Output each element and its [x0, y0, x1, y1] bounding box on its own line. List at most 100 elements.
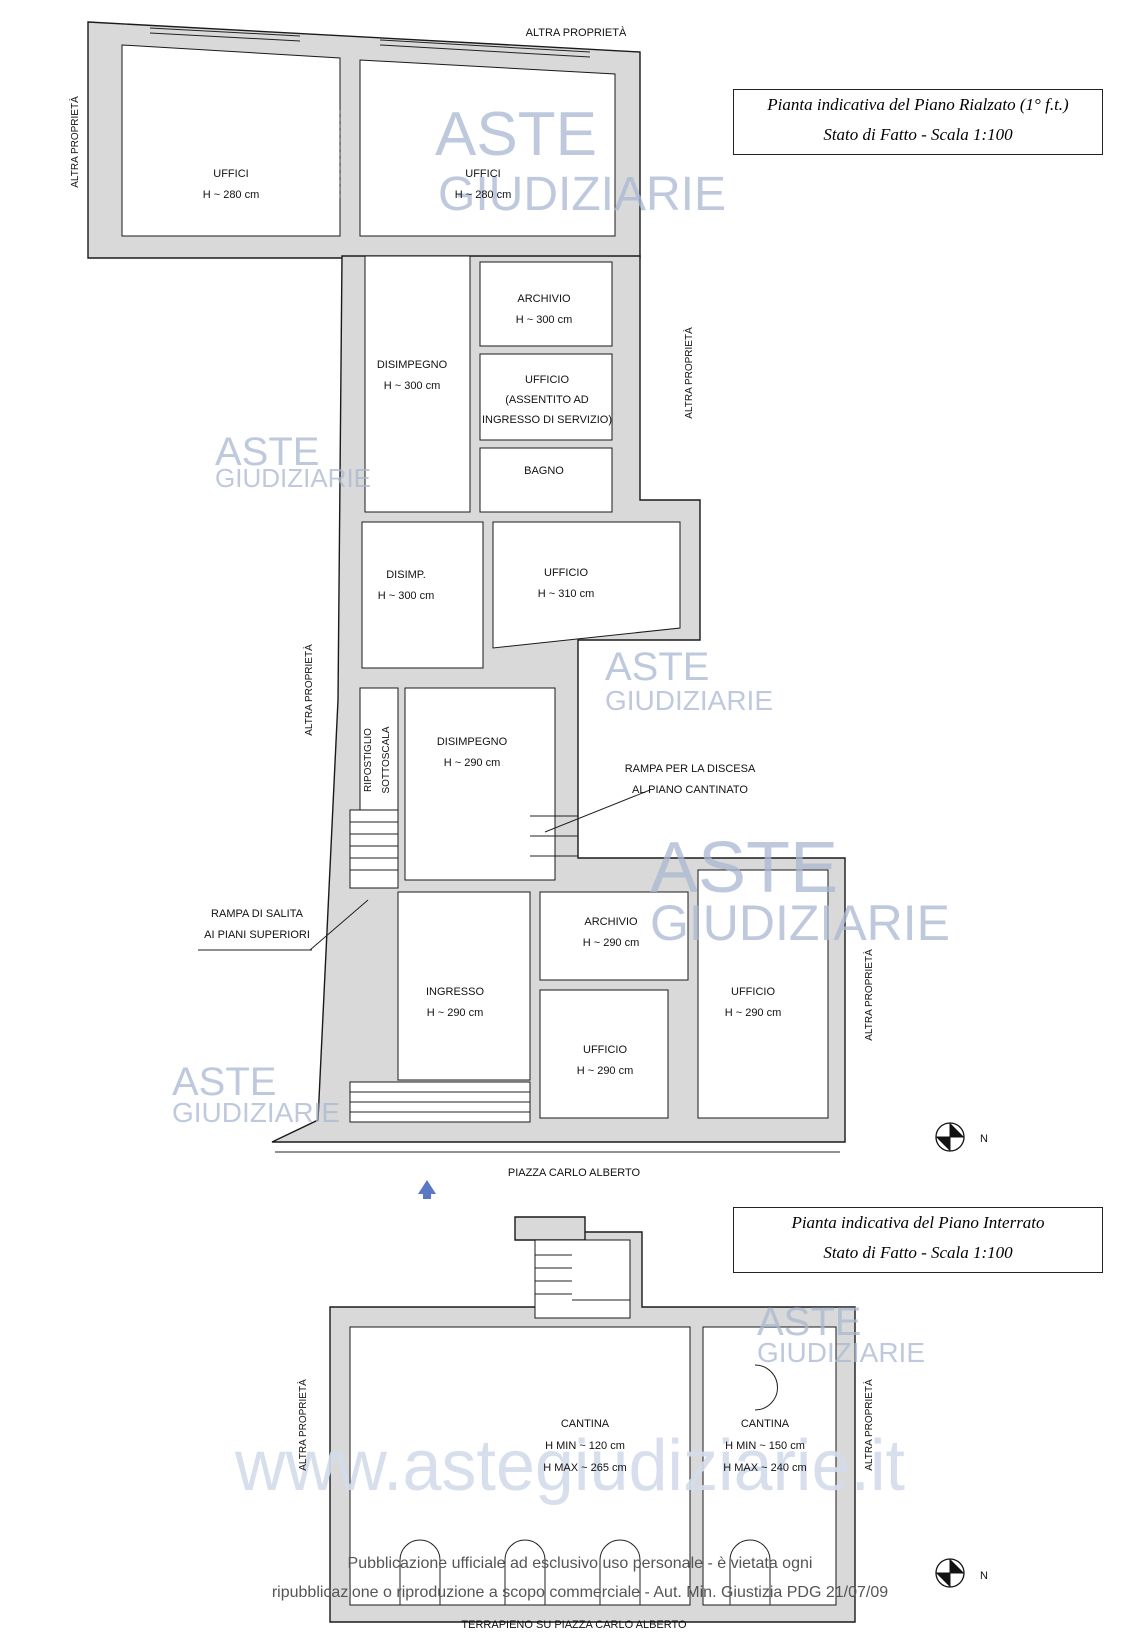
- label-neighbor-top: ALTRA PROPRIETÀ: [526, 26, 627, 39]
- title-box-ground-floor: Pianta indicativa del Piano Rialzato (1°…: [733, 89, 1103, 155]
- vault-arches: [399, 1364, 778, 1605]
- watermark-aste: ASTE: [172, 1060, 276, 1104]
- room-ufficio-r: [697, 869, 829, 1119]
- label-disimpegno-2-name: DISIMPEGNO: [437, 736, 508, 748]
- room-ufficio-servizio: [479, 353, 613, 441]
- label-disimpegno-1-name: DISIMPEGNO: [377, 359, 448, 371]
- title-basement-line2: Stato di Fatto - Scala 1:100: [823, 1243, 1013, 1262]
- watermark-aste: ASTE: [757, 1300, 861, 1344]
- label-ufficio-servizio-line3: INGRESSO DI SERVIZIO): [482, 414, 612, 426]
- watermark-giudiziarie: GIUDIZIARIE: [650, 895, 950, 951]
- entry-arrow-icon: [418, 1180, 436, 1194]
- label-bagno: BAGNO: [524, 465, 564, 477]
- label-basement-street: TERRAPIENO SU PIAZZA CARLO ALBERTO: [461, 1619, 687, 1631]
- label-archivio-2-height: H ~ 290 cm: [583, 937, 640, 949]
- label-compass-n: N: [980, 1570, 988, 1582]
- label-ufficio-r-name: UFFICIO: [731, 986, 775, 998]
- disclaimer-line1: Pubblicazione ufficiale ad esclusivo uso…: [347, 1555, 813, 1572]
- basement-plan: [329, 1216, 965, 1623]
- watermark-giudiziarie: GIUDIZIARIE: [757, 1337, 925, 1368]
- watermark-logos: ASTE GIUDIZIARIE ASTE GIUDIZIARIE ASTE G…: [172, 100, 950, 1506]
- label-neighbor-left-upper: ALTRA PROPRIETÀ: [68, 96, 81, 188]
- label-archivio-1-height: H ~ 300 cm: [516, 314, 573, 326]
- room-cantina-2: [702, 1326, 837, 1606]
- label-rampa-discesa-1: RAMPA PER LA DISCESA: [625, 763, 756, 775]
- watermark-giudiziarie: GIUDIZIARIE: [605, 685, 773, 716]
- room-ufficio-c: [539, 989, 669, 1119]
- label-ufficio-r-height: H ~ 290 cm: [725, 1007, 782, 1019]
- label-ufficio-servizio-name: UFFICIO: [525, 374, 569, 386]
- label-neighbor-basement-left: ALTRA PROPRIETÀ: [296, 1379, 309, 1471]
- room-archivio-1: [479, 261, 613, 347]
- label-street: PIAZZA CARLO ALBERTO: [508, 1167, 641, 1179]
- label-uffici-1-name: UFFICI: [213, 168, 248, 180]
- room-uffici-2: [359, 59, 616, 237]
- stair-upper: [349, 809, 399, 889]
- room-ufficio-310: [492, 521, 681, 649]
- label-cantina-1-hmax: H MAX ~ 265 cm: [543, 1462, 626, 1474]
- stair-lines: [350, 815, 578, 1113]
- watermark-aste: ASTE: [605, 645, 709, 689]
- label-ingresso-name: INGRESSO: [426, 986, 485, 998]
- label-uffici-1-height: H ~ 280 cm: [203, 189, 260, 201]
- basement-stair-lines: [535, 1254, 630, 1301]
- compass-icon: [935, 1558, 965, 1588]
- watermark-giudiziarie: GIUDIZIARIE: [172, 1097, 340, 1128]
- label-cantina-1-name: CANTINA: [561, 1418, 610, 1430]
- label-archivio-1-name: ARCHIVIO: [517, 293, 571, 305]
- label-ufficio-servizio-line2: (ASSENTITO AD: [505, 394, 589, 406]
- room-disimp: [361, 521, 484, 669]
- label-disimp-height: H ~ 300 cm: [378, 590, 435, 602]
- label-neighbor-right-lower: ALTRA PROPRIETÀ: [862, 949, 875, 1041]
- room-ingresso: [397, 891, 531, 1081]
- label-disimpegno-2-height: H ~ 290 cm: [444, 757, 501, 769]
- title-ground-line1: Pianta indicativa del Piano Rialzato (1°…: [767, 95, 1069, 114]
- label-uffici-2-height: H ~ 280 cm: [455, 189, 512, 201]
- room-disimpegno-2: [404, 687, 556, 881]
- wall-basement-stair: [514, 1216, 586, 1241]
- ground-floor-plan: [87, 21, 965, 1199]
- label-ufficio-310-height: H ~ 310 cm: [538, 588, 595, 600]
- watermark-giudiziarie: GIUDIZIARIE: [438, 168, 726, 221]
- label-rampa-salita-2: AI PIANI SUPERIORI: [204, 929, 310, 941]
- watermark-aste: ASTE: [650, 828, 838, 908]
- label-ingresso-height: H ~ 290 cm: [427, 1007, 484, 1019]
- watermark-aste: ASTE: [435, 100, 597, 169]
- label-disimpegno-1-height: H ~ 300 cm: [384, 380, 441, 392]
- room-uffici-1: [121, 44, 341, 237]
- label-ripostiglio-1: RIPOSTIGLIO: [363, 728, 374, 792]
- label-ufficio-310-name: UFFICIO: [544, 567, 588, 579]
- vertical-labels: ALTRA PROPRIETÀ ALTRA PROPRIETÀ ALTRA PR…: [68, 96, 875, 1471]
- room-disimpegno-1: [364, 255, 471, 513]
- label-archivio-2-name: ARCHIVIO: [584, 916, 638, 928]
- basement-stair: [534, 1239, 631, 1319]
- label-ripostiglio-2: SOTTOSCALA: [381, 726, 392, 793]
- watermark-site: www.astegiudiziarie.it: [234, 1426, 905, 1506]
- watermark-aste: ASTE: [215, 430, 319, 474]
- label-disimp-name: DISIMP.: [386, 569, 426, 581]
- label-neighbor-basement-right: ALTRA PROPRIETÀ: [862, 1379, 875, 1471]
- watermark-giudiziarie: GIUDIZIARIE: [215, 463, 371, 493]
- room-labels: UFFICI H ~ 280 cm UFFICI H ~ 280 cm ARCH…: [203, 26, 988, 1631]
- room-bagno: [479, 447, 613, 513]
- room-archivio-2: [539, 891, 689, 981]
- title-box-basement: Pianta indicativa del Piano Interrato St…: [733, 1207, 1103, 1273]
- title-basement-line1: Pianta indicativa del Piano Interrato: [791, 1213, 1045, 1232]
- label-ufficio-c-height: H ~ 290 cm: [577, 1065, 634, 1077]
- label-cantina-2-hmin: H MIN ~ 150 cm: [725, 1440, 805, 1452]
- windows-top: [149, 27, 591, 58]
- title-ground-line2: Stato di Fatto - Scala 1:100: [823, 125, 1013, 144]
- disclaimer-line2: ripubblicazione o riproduzione a scopo c…: [271, 1584, 889, 1601]
- room-cantina-1: [349, 1326, 691, 1606]
- label-uffici-2-name: UFFICI: [465, 168, 500, 180]
- label-rampa-discesa-2: AL PIANO CANTINATO: [632, 784, 748, 796]
- compass-icon: [935, 1122, 965, 1152]
- label-rampa-salita-1: RAMPA DI SALITA: [211, 908, 304, 920]
- label-neighbor-right-upper: ALTRA PROPRIETÀ: [682, 327, 695, 419]
- label-neighbor-left-middle: ALTRA PROPRIETÀ: [302, 644, 315, 736]
- label-compass-n: N: [980, 1133, 988, 1145]
- label-cantina-2-name: CANTINA: [741, 1418, 790, 1430]
- label-cantina-2-hmax: H MAX ~ 240 cm: [723, 1462, 806, 1474]
- label-ufficio-c-name: UFFICIO: [583, 1044, 627, 1056]
